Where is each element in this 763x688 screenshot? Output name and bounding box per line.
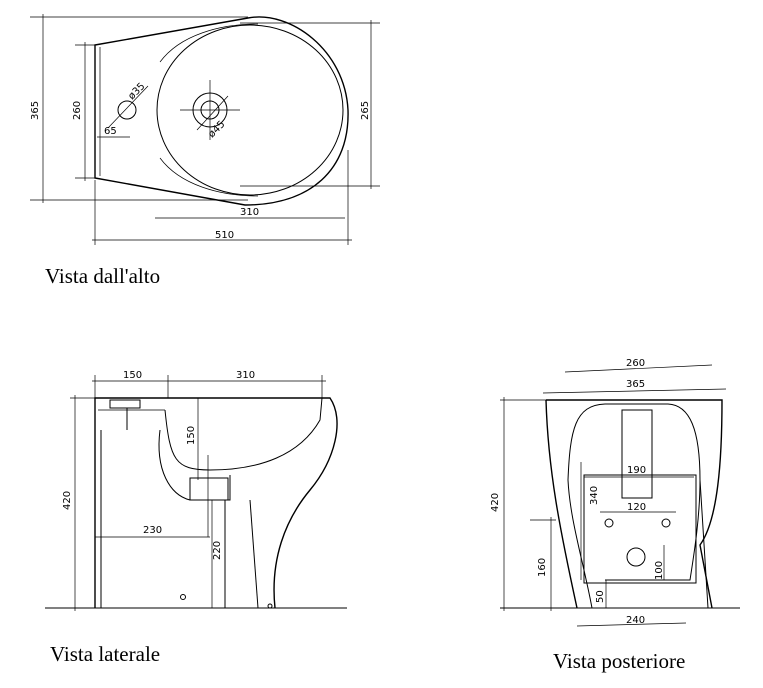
- top-view-bowl: [156, 24, 344, 196]
- dim-rear-160: 160: [537, 558, 548, 577]
- dim-side-310: 310: [236, 370, 255, 381]
- caption-top-view: Vista dall'alto: [45, 264, 160, 288]
- dim-top-ø45: ø45: [206, 119, 227, 140]
- dim-top-65: 65: [104, 126, 117, 137]
- rear-view-dimensions: [500, 364, 727, 627]
- dim-rear-50: 50: [595, 590, 606, 603]
- dim-top-365: 365: [30, 101, 41, 120]
- dim-top-ø35: ø35: [126, 81, 147, 102]
- side-view-outline: [94, 397, 338, 609]
- dim-rear-240: 240: [626, 615, 645, 626]
- caption-rear-view: Vista posteriore: [553, 649, 685, 673]
- dim-rear-190: 190: [627, 465, 646, 476]
- dim-rear-420: 420: [490, 493, 501, 512]
- rear-view: 260 365 420 190 340 120 160 100 50 240 V…: [490, 358, 740, 673]
- dim-top-260: 260: [72, 101, 83, 120]
- dim-rear-260: 260: [626, 358, 645, 369]
- dim-side-150-vert: 150: [186, 426, 197, 445]
- dim-top-265: 265: [360, 101, 371, 120]
- top-view-outline: [94, 16, 349, 206]
- top-view-dimensions: [30, 14, 380, 245]
- drain-hole: [180, 80, 240, 140]
- dim-side-230: 230: [143, 525, 162, 536]
- dim-rear-365: 365: [626, 379, 645, 390]
- tap-hole: [107, 85, 149, 129]
- dim-top-510: 510: [215, 230, 234, 241]
- side-view-dimensions: [70, 375, 326, 611]
- dim-side-420: 420: [62, 491, 73, 510]
- caption-side-view: Vista laterale: [50, 642, 160, 666]
- top-view: 365 260 265 65 310 510 ø35 ø45 Vista dal…: [30, 14, 380, 288]
- dim-top-310: 310: [240, 207, 259, 218]
- dim-rear-340: 340: [589, 486, 600, 505]
- dim-rear-120: 120: [627, 502, 646, 513]
- dim-rear-100: 100: [654, 561, 665, 580]
- side-view: 150 310 420 150 230 220 Vista laterale: [45, 370, 347, 666]
- dim-side-220: 220: [212, 541, 223, 560]
- dim-side-150-top: 150: [123, 370, 142, 381]
